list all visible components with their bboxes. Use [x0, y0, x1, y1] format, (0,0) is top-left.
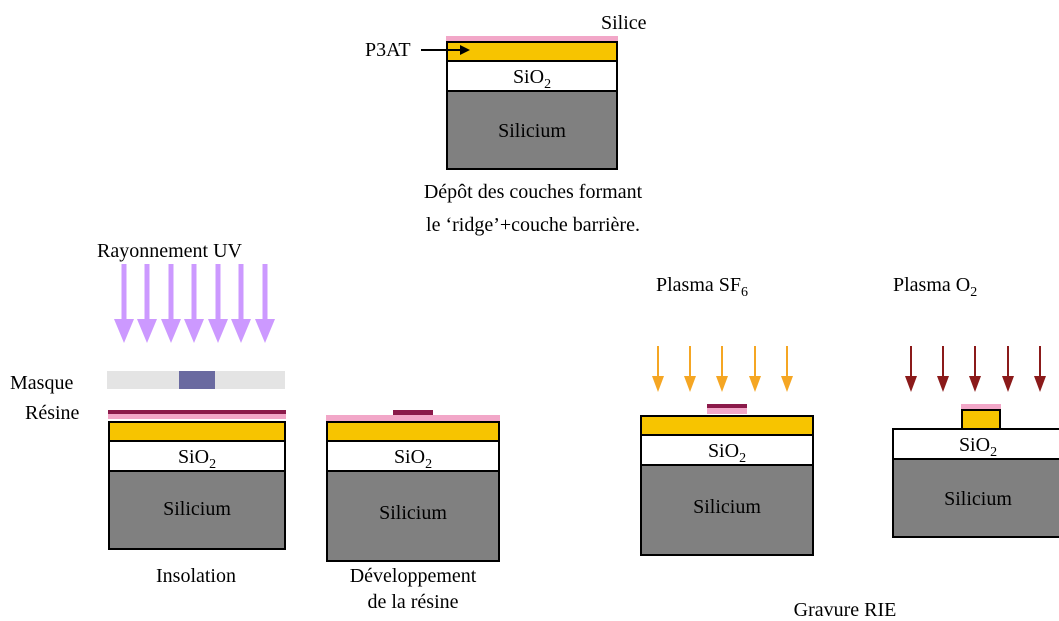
uv-arrow	[231, 264, 251, 343]
resine-label: Résine	[25, 402, 80, 424]
uv-arrow	[255, 264, 275, 343]
o2-arrow	[905, 346, 917, 392]
insolation-caption: Insolation	[156, 565, 236, 587]
sio2-layer: SiO2	[446, 60, 618, 92]
developpement-caption-line1: Développement	[349, 565, 477, 587]
masque-label: Masque	[10, 372, 74, 394]
silice-layer	[446, 36, 618, 41]
sio2-layer: SiO2	[326, 440, 500, 472]
silicium-label: Silicium	[163, 498, 231, 520]
o2-label-subscript: 2	[970, 285, 978, 300]
sf6-arrow	[781, 346, 793, 392]
o2-label: Plasma O2	[893, 274, 977, 304]
sio2-label: SiO	[512, 66, 545, 88]
silicium-substrate: Silicium	[640, 464, 814, 556]
sf6-label: Plasma SF6	[656, 274, 748, 304]
photomask	[107, 371, 285, 389]
o2-label-main: Plasma O	[893, 274, 971, 296]
o2-arrow	[1034, 346, 1046, 392]
sio2-subscript: 2	[544, 77, 552, 92]
sio2-subscript: 2	[209, 457, 217, 472]
resine-pattern	[707, 404, 747, 408]
sio2-label: SiO	[177, 446, 210, 468]
sf6-arrow	[684, 346, 696, 392]
sio2-layer: SiO2	[108, 440, 286, 472]
uv-arrow	[161, 264, 181, 343]
silice-pattern	[961, 404, 1001, 410]
sio2-label: SiO	[958, 434, 991, 456]
sio2-label: SiO	[707, 440, 740, 462]
sf6-arrows	[652, 346, 793, 392]
silicium-substrate: Silicium	[108, 470, 286, 550]
sf6-arrow	[716, 346, 728, 392]
sf6-arrow	[652, 346, 664, 392]
uv-arrow	[184, 264, 204, 343]
silicium-substrate: Silicium	[892, 458, 1059, 538]
sio2-subscript: 2	[425, 457, 433, 472]
silice-layer	[108, 414, 286, 419]
silicium-label: Silicium	[498, 120, 566, 142]
top-caption-line1: Dépôt des couches formant	[423, 181, 643, 203]
top-caption-line2: le ‘ridge’+couche barrière.	[426, 214, 640, 236]
silicium-label: Silicium	[379, 502, 447, 524]
sio2-label: SiO	[393, 446, 426, 468]
o2-arrows	[905, 346, 1046, 392]
resine-pattern	[393, 410, 433, 415]
silice-label: Silice	[601, 12, 647, 34]
uv-arrow	[208, 264, 228, 343]
sf6-label-subscript: 6	[741, 285, 749, 300]
silice-pattern	[707, 408, 747, 414]
silicium-label: Silicium	[693, 496, 761, 518]
resine-layer	[108, 410, 286, 414]
silicium-substrate: Silicium	[446, 90, 618, 170]
o2-arrow	[1002, 346, 1014, 392]
p3at-label: P3AT	[365, 39, 411, 61]
p3at-pointer-arrow	[421, 45, 470, 55]
silicium-substrate: Silicium	[326, 470, 500, 562]
o2-arrow	[969, 346, 981, 392]
sf6-arrow	[749, 346, 761, 392]
sio2-subscript: 2	[739, 451, 747, 466]
silice-layer	[326, 415, 500, 421]
sf6-label-main: Plasma SF	[656, 274, 742, 296]
sio2-subscript: 2	[990, 445, 998, 460]
uv-arrow	[137, 264, 157, 343]
uv-arrow	[114, 264, 134, 343]
uv-arrows	[114, 264, 275, 343]
silicium-label: Silicium	[944, 488, 1012, 510]
o2-arrow	[937, 346, 949, 392]
mask-opaque-region	[179, 371, 215, 389]
uv-label: Rayonnement UV	[97, 240, 242, 262]
developpement-caption-line2: de la résine	[367, 591, 459, 613]
